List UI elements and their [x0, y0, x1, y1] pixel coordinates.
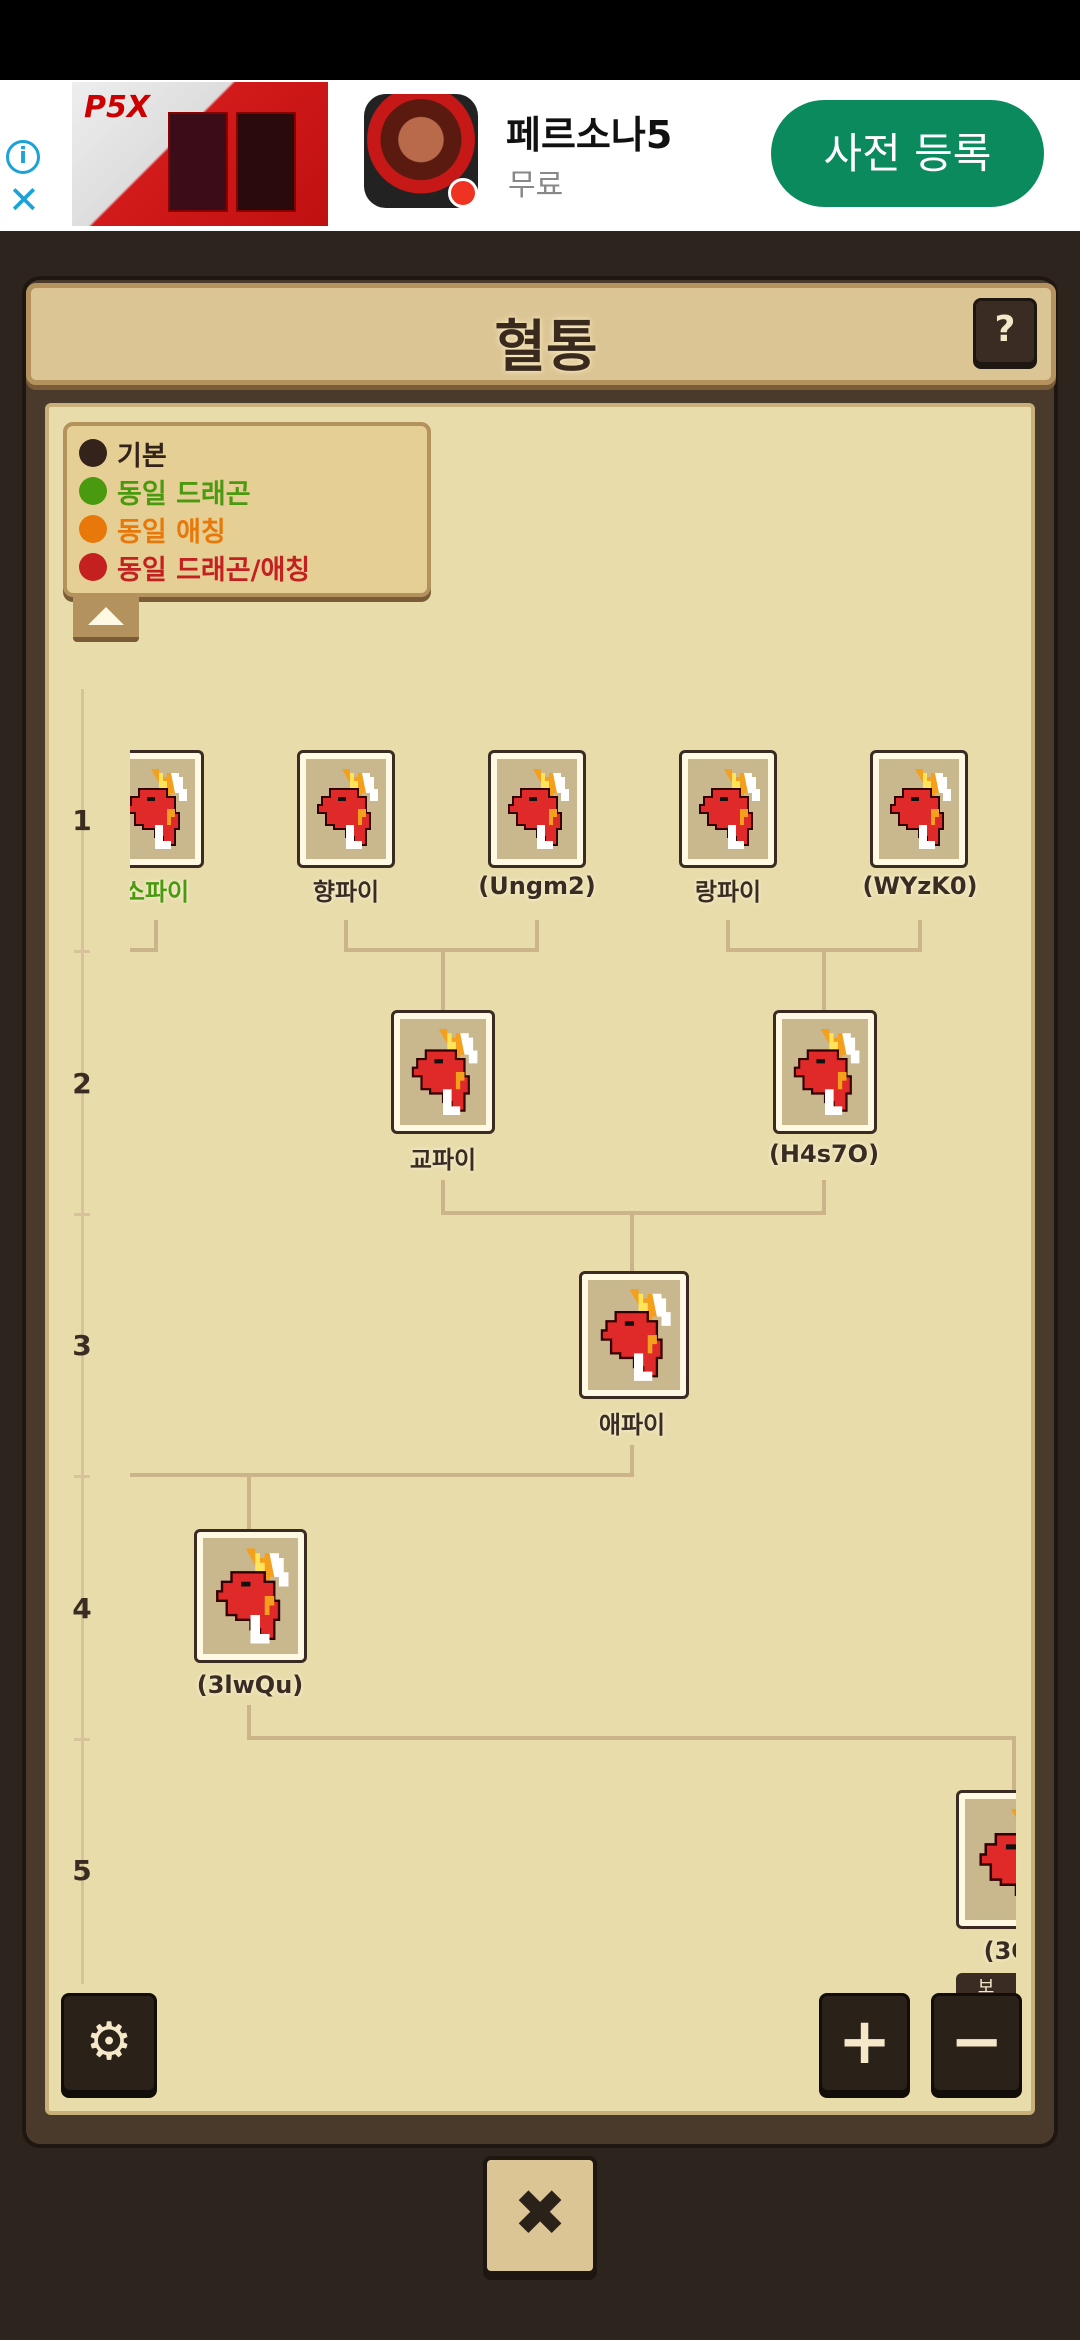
- legend-collapse-button[interactable]: [73, 597, 139, 642]
- dot-icon: [79, 477, 107, 505]
- dragon-name: 랑파이: [694, 878, 762, 906]
- dragon-card[interactable]: [773, 1010, 877, 1134]
- connector: [441, 1180, 445, 1215]
- dragon-card[interactable]: [679, 750, 777, 868]
- connector: [726, 920, 730, 952]
- connector: [247, 1473, 251, 1529]
- badge-icon: [448, 178, 478, 208]
- ad-logo: P5X: [84, 90, 150, 125]
- page-title: 혈통: [494, 315, 598, 380]
- connector: [822, 948, 826, 1010]
- dragon-icon: [306, 759, 386, 859]
- dragon-card[interactable]: [391, 1010, 495, 1134]
- dot-icon: [79, 553, 107, 581]
- zoom-out-button[interactable]: −: [931, 1993, 1022, 2093]
- dragon-icon: [497, 759, 577, 859]
- dragon-card[interactable]: [194, 1529, 307, 1663]
- lineage-board[interactable]: [45, 403, 1035, 2115]
- dragon-icon: [400, 1019, 486, 1125]
- ad-image-panel: [236, 112, 296, 212]
- generation-label: 3: [72, 1329, 92, 1362]
- connector: [130, 1473, 634, 1477]
- dot-icon: [79, 439, 107, 467]
- status-bar: [0, 0, 1080, 80]
- generation-label: 4: [72, 1592, 92, 1625]
- connector: [1012, 1736, 1016, 1792]
- generation-label: 1: [72, 804, 92, 837]
- gear-icon: ⚙: [85, 2012, 133, 2072]
- generation-label: 2: [72, 1067, 92, 1100]
- settings-button[interactable]: ⚙: [61, 1993, 157, 2093]
- legend-label: 동일 드래곤: [117, 478, 251, 510]
- connector: [630, 1211, 634, 1271]
- connector: [247, 1736, 1016, 1740]
- info-icon[interactable]: i: [6, 140, 40, 174]
- legend-label: 동일 드래곤/애칭: [117, 554, 311, 586]
- dragon-card[interactable]: [130, 750, 204, 868]
- connector: [344, 920, 348, 952]
- dragon-name: 소파이: [130, 878, 190, 906]
- generation-label: 5: [72, 1854, 92, 1887]
- connector: [441, 948, 445, 1010]
- close-ad-icon[interactable]: ✕: [8, 178, 40, 222]
- dragon-name: (3lwQu): [196, 1671, 304, 1699]
- app-title: 페르소나5: [506, 113, 673, 157]
- ruler-tick: [74, 1475, 90, 1478]
- zoom-in-button[interactable]: +: [819, 1993, 910, 2093]
- connector: [535, 920, 539, 952]
- dragon-icon: [203, 1538, 298, 1654]
- dragon-name: (WYzK0): [862, 872, 978, 900]
- dot-icon: [79, 515, 107, 543]
- ruler-tick: [74, 950, 90, 953]
- connector: [154, 920, 158, 952]
- dragon-name: (3Q3: [983, 1937, 1016, 1965]
- ad-image-panel: [168, 112, 228, 212]
- ruler-tick: [74, 1213, 90, 1216]
- legend-item: 동일 애칭: [79, 510, 415, 548]
- dragon-card[interactable]: [956, 1790, 1016, 1929]
- ad-image[interactable]: P5X: [72, 82, 328, 226]
- generation-ruler: [81, 689, 84, 1984]
- legend-item: 동일 드래곤: [79, 472, 415, 510]
- dragon-card[interactable]: [579, 1271, 689, 1399]
- legend-item: 기본: [79, 434, 415, 472]
- dragon-name: 교파이: [409, 1146, 477, 1174]
- connector: [918, 920, 922, 952]
- preregister-button[interactable]: 사전 등록: [771, 100, 1044, 207]
- dragon-name: 향파이: [312, 878, 380, 906]
- tree-viewport[interactable]: 소파이 향파이 (Ungm2) 랑파이 (WYzK0) 교파이 (H4s7O) …: [130, 690, 1016, 2110]
- close-button[interactable]: ✖: [483, 2156, 597, 2275]
- triangle-up-icon: [88, 607, 124, 625]
- app-price: 무료: [508, 168, 564, 203]
- ruler-tick: [74, 1738, 90, 1741]
- dragon-name: (H4s7O): [768, 1140, 880, 1168]
- dragon-icon: [688, 759, 768, 859]
- dragon-icon: [588, 1280, 680, 1390]
- connector: [130, 948, 158, 952]
- ad-banner[interactable]: i ✕ P5X 페르소나5 무료 사전 등록: [0, 80, 1080, 231]
- legend-label: 기본: [117, 440, 167, 472]
- app-icon[interactable]: [364, 94, 478, 208]
- help-button[interactable]: ?: [973, 298, 1037, 365]
- dragon-name: 애파이: [598, 1411, 666, 1439]
- connector: [630, 1445, 634, 1477]
- dragon-icon: [965, 1799, 1016, 1920]
- dragon-card[interactable]: [488, 750, 586, 868]
- dragon-name: (Ungm2): [478, 872, 596, 900]
- dragon-card[interactable]: [297, 750, 395, 868]
- legend-label: 동일 애칭: [117, 516, 226, 548]
- title-bar: 혈통: [26, 283, 1056, 385]
- dragon-icon: [782, 1019, 868, 1125]
- legend-item: 동일 드래곤/애칭: [79, 548, 415, 586]
- dragon-card[interactable]: [870, 750, 968, 868]
- connector: [247, 1705, 251, 1740]
- dragon-icon: [879, 759, 959, 859]
- dragon-icon: [130, 759, 195, 859]
- legend: 기본 동일 드래곤 동일 애칭 동일 드래곤/애칭: [63, 422, 431, 597]
- connector: [822, 1180, 826, 1215]
